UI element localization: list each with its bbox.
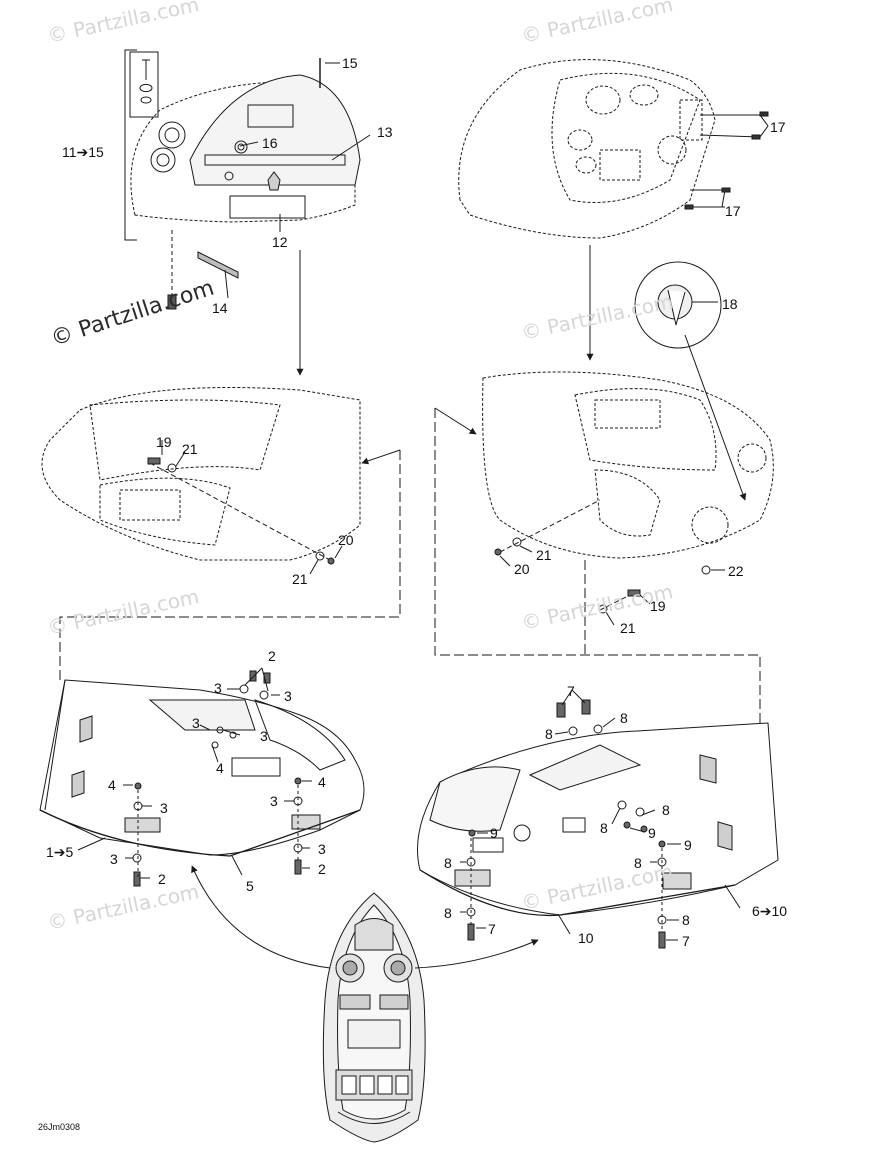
callout-label: 3 <box>260 728 268 744</box>
callout-label: 8 <box>662 802 670 818</box>
callout-label: 21 <box>182 441 198 457</box>
callout-label: 2 <box>268 648 276 664</box>
callout-label: 21 <box>292 571 308 587</box>
callout-label: 16 <box>262 135 278 151</box>
callout-label: 22 <box>728 563 744 579</box>
callout-label: 17 <box>770 119 786 135</box>
callout-label: 12 <box>272 234 288 250</box>
side-panel-left <box>39 667 365 887</box>
callout-label: 8 <box>444 905 452 921</box>
reference-code: 26Jm0308 <box>38 1122 81 1132</box>
side-panel-right <box>417 689 779 949</box>
callout-label: 2 <box>158 871 166 887</box>
callout-label: 8 <box>600 820 608 836</box>
callout-label: 9 <box>490 825 498 841</box>
boat-hull-top-view <box>191 865 539 1143</box>
callout-label: 3 <box>160 800 168 816</box>
callout-label: 9 <box>648 825 656 841</box>
callout-label: 20 <box>338 532 354 548</box>
callout-label: 10 <box>578 930 594 946</box>
callout-label: 11➔15 <box>62 144 104 160</box>
callout-label: 8 <box>620 710 628 726</box>
callout-label: 7 <box>567 683 575 699</box>
callout-label: 8 <box>634 855 642 871</box>
callout-label: 7 <box>682 933 690 949</box>
callout-label: 8 <box>682 912 690 928</box>
callout-label: 21 <box>536 547 552 563</box>
callout-label: 3 <box>214 680 222 696</box>
console-shell-right <box>482 371 774 559</box>
callout-label: 7 <box>488 921 496 937</box>
console-shell-left <box>41 387 361 561</box>
callout-label: 3 <box>318 841 326 857</box>
callout-label: 4 <box>318 774 326 790</box>
callout-label: 6➔10 <box>752 903 788 919</box>
helm-console-top <box>458 59 716 239</box>
callout-label: 15 <box>342 55 358 71</box>
callout-label: 3 <box>110 851 118 867</box>
callout-label: 19 <box>650 598 666 614</box>
callout-label: 20 <box>514 561 530 577</box>
callout-label: 13 <box>377 124 393 140</box>
callout-label: 21 <box>620 620 636 636</box>
callout-label: 1➔5 <box>46 844 74 860</box>
console-top-assembly <box>124 49 371 310</box>
callout-label: 4 <box>108 777 116 793</box>
callout-label: 18 <box>722 296 738 312</box>
callout-label: 3 <box>284 688 292 704</box>
callout-label: 9 <box>684 837 692 853</box>
callout-label: 17 <box>725 203 741 219</box>
callout-label: 5 <box>246 878 254 894</box>
callout-label: 3 <box>192 715 200 731</box>
callout-label: 8 <box>444 855 452 871</box>
callout-label: 19 <box>156 434 172 450</box>
callout-label: 14 <box>212 300 228 316</box>
callout-label: 8 <box>545 726 553 742</box>
callout-label: 2 <box>318 861 326 877</box>
callout-label: 4 <box>216 760 224 776</box>
callout-label: 3 <box>270 793 278 809</box>
